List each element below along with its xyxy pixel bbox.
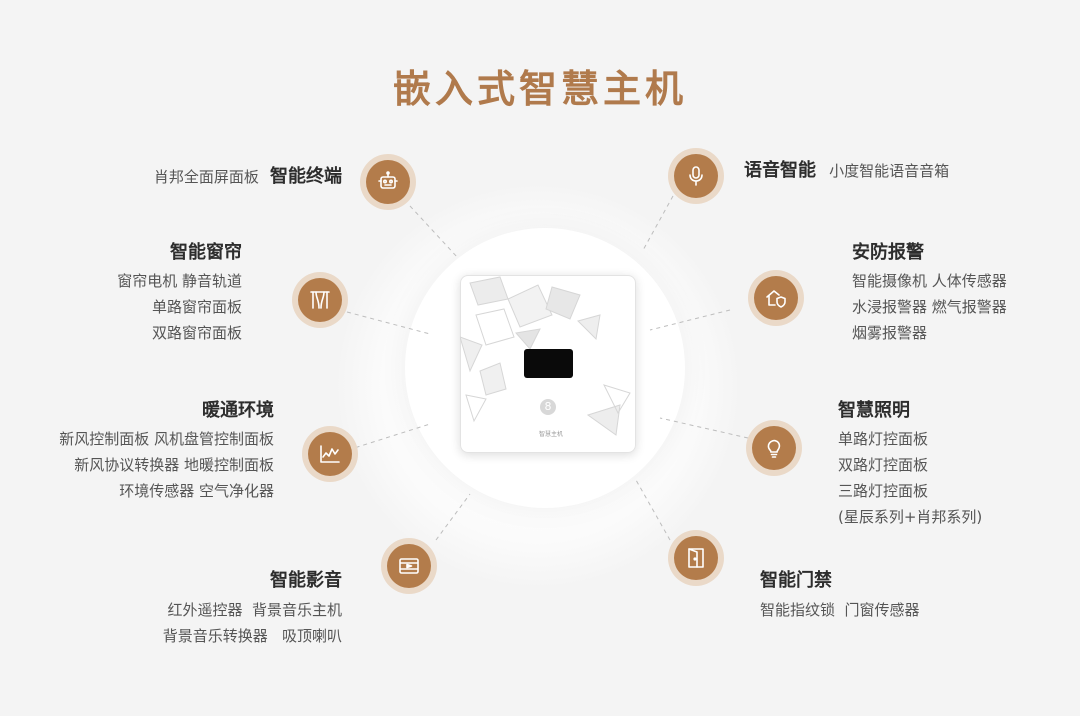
hvac-node: [302, 426, 358, 482]
page-title: 嵌入式智慧主机: [392, 67, 687, 111]
av-title: 智能影音: [270, 570, 342, 591]
av-line: 背景音乐转换器 吸顶喇叭: [162, 627, 342, 645]
voice-title: 语音智能: [744, 160, 816, 181]
hvac-title: 暖通环境: [202, 400, 274, 421]
access-line: 智能指纹锁 门窗传感器: [760, 601, 920, 619]
lighting-label: 智慧照明 单路灯控面板 双路灯控面板 三路灯控面板 (星辰系列+肖邦系列): [838, 396, 982, 527]
film-icon: [399, 558, 419, 574]
curtain-title: 智能窗帘: [170, 242, 242, 263]
device-brand-label: 智慧主机: [538, 431, 563, 438]
security-line: 智能摄像机 人体传感器: [852, 272, 1007, 290]
curtain-icon: [310, 291, 330, 309]
lighting-line: 双路灯控面板: [838, 456, 929, 474]
voice-suffix: 小度智能语音音箱: [829, 162, 950, 180]
lighting-title: 智慧照明: [838, 400, 910, 421]
device-home-button: 8: [540, 399, 556, 415]
chart-line-icon: [320, 445, 340, 463]
door-icon: [688, 548, 704, 568]
curtain-line: 单路窗帘面板: [151, 298, 242, 316]
security-title: 安防报警: [852, 242, 924, 263]
av-label: 智能影音 红外遥控器 背景音乐主机 背景音乐转换器 吸顶喇叭: [163, 566, 342, 646]
lighting-line: 单路灯控面板: [838, 430, 929, 448]
hvac-label: 暖通环境 新风控制面板 风机盘管控制面板 新风协议转换器 地暖控制面板 环境传感…: [59, 396, 274, 501]
house-shield-icon: [766, 290, 786, 308]
lighting-line: 三路灯控面板: [838, 482, 929, 500]
lighting-node: [746, 420, 802, 476]
access-node: [668, 530, 724, 586]
curtain-line: 窗帘电机 静音轨道: [117, 272, 242, 290]
device-pattern: [460, 276, 631, 436]
terminal-prefix: 肖邦全面屏面板: [153, 168, 259, 186]
terminal-label: 肖邦全面屏面板 智能终端: [154, 162, 342, 188]
access-title: 智能门禁: [760, 570, 832, 591]
curtain-line: 双路窗帘面板: [151, 324, 242, 342]
curtain-label: 智能窗帘 窗帘电机 静音轨道 单路窗帘面板 双路窗帘面板: [117, 238, 242, 343]
voice-label: 语音智能 小度智能语音音箱: [744, 156, 949, 182]
device-display: [524, 349, 573, 378]
lighting-line: (星辰系列+肖邦系列): [838, 508, 983, 526]
curtain-node: [292, 272, 348, 328]
security-node: [748, 270, 804, 326]
access-label: 智能门禁 智能指纹锁 门窗传感器: [760, 566, 920, 620]
security-label: 安防报警 智能摄像机 人体传感器 水浸报警器 燃气报警器 烟雾报警器: [852, 238, 1007, 343]
hvac-line: 新风协议转换器 地暖控制面板: [74, 456, 274, 474]
av-node: [381, 538, 437, 594]
security-line: 水浸报警器 燃气报警器: [852, 298, 1007, 316]
smart-host-device: 8 智慧主机: [460, 275, 636, 453]
terminal-title: 智能终端: [270, 166, 342, 187]
hvac-line: 新风控制面板 风机盘管控制面板: [59, 430, 274, 448]
hvac-line: 环境传感器 空气净化器: [119, 482, 274, 500]
av-line: 红外遥控器 背景音乐主机: [167, 601, 342, 619]
microphone-icon: [689, 166, 703, 186]
terminal-node: [360, 154, 416, 210]
security-line: 烟雾报警器: [852, 324, 928, 342]
voice-node: [668, 148, 724, 204]
lightbulb-icon: [767, 439, 781, 458]
robot-icon: [378, 171, 398, 189]
